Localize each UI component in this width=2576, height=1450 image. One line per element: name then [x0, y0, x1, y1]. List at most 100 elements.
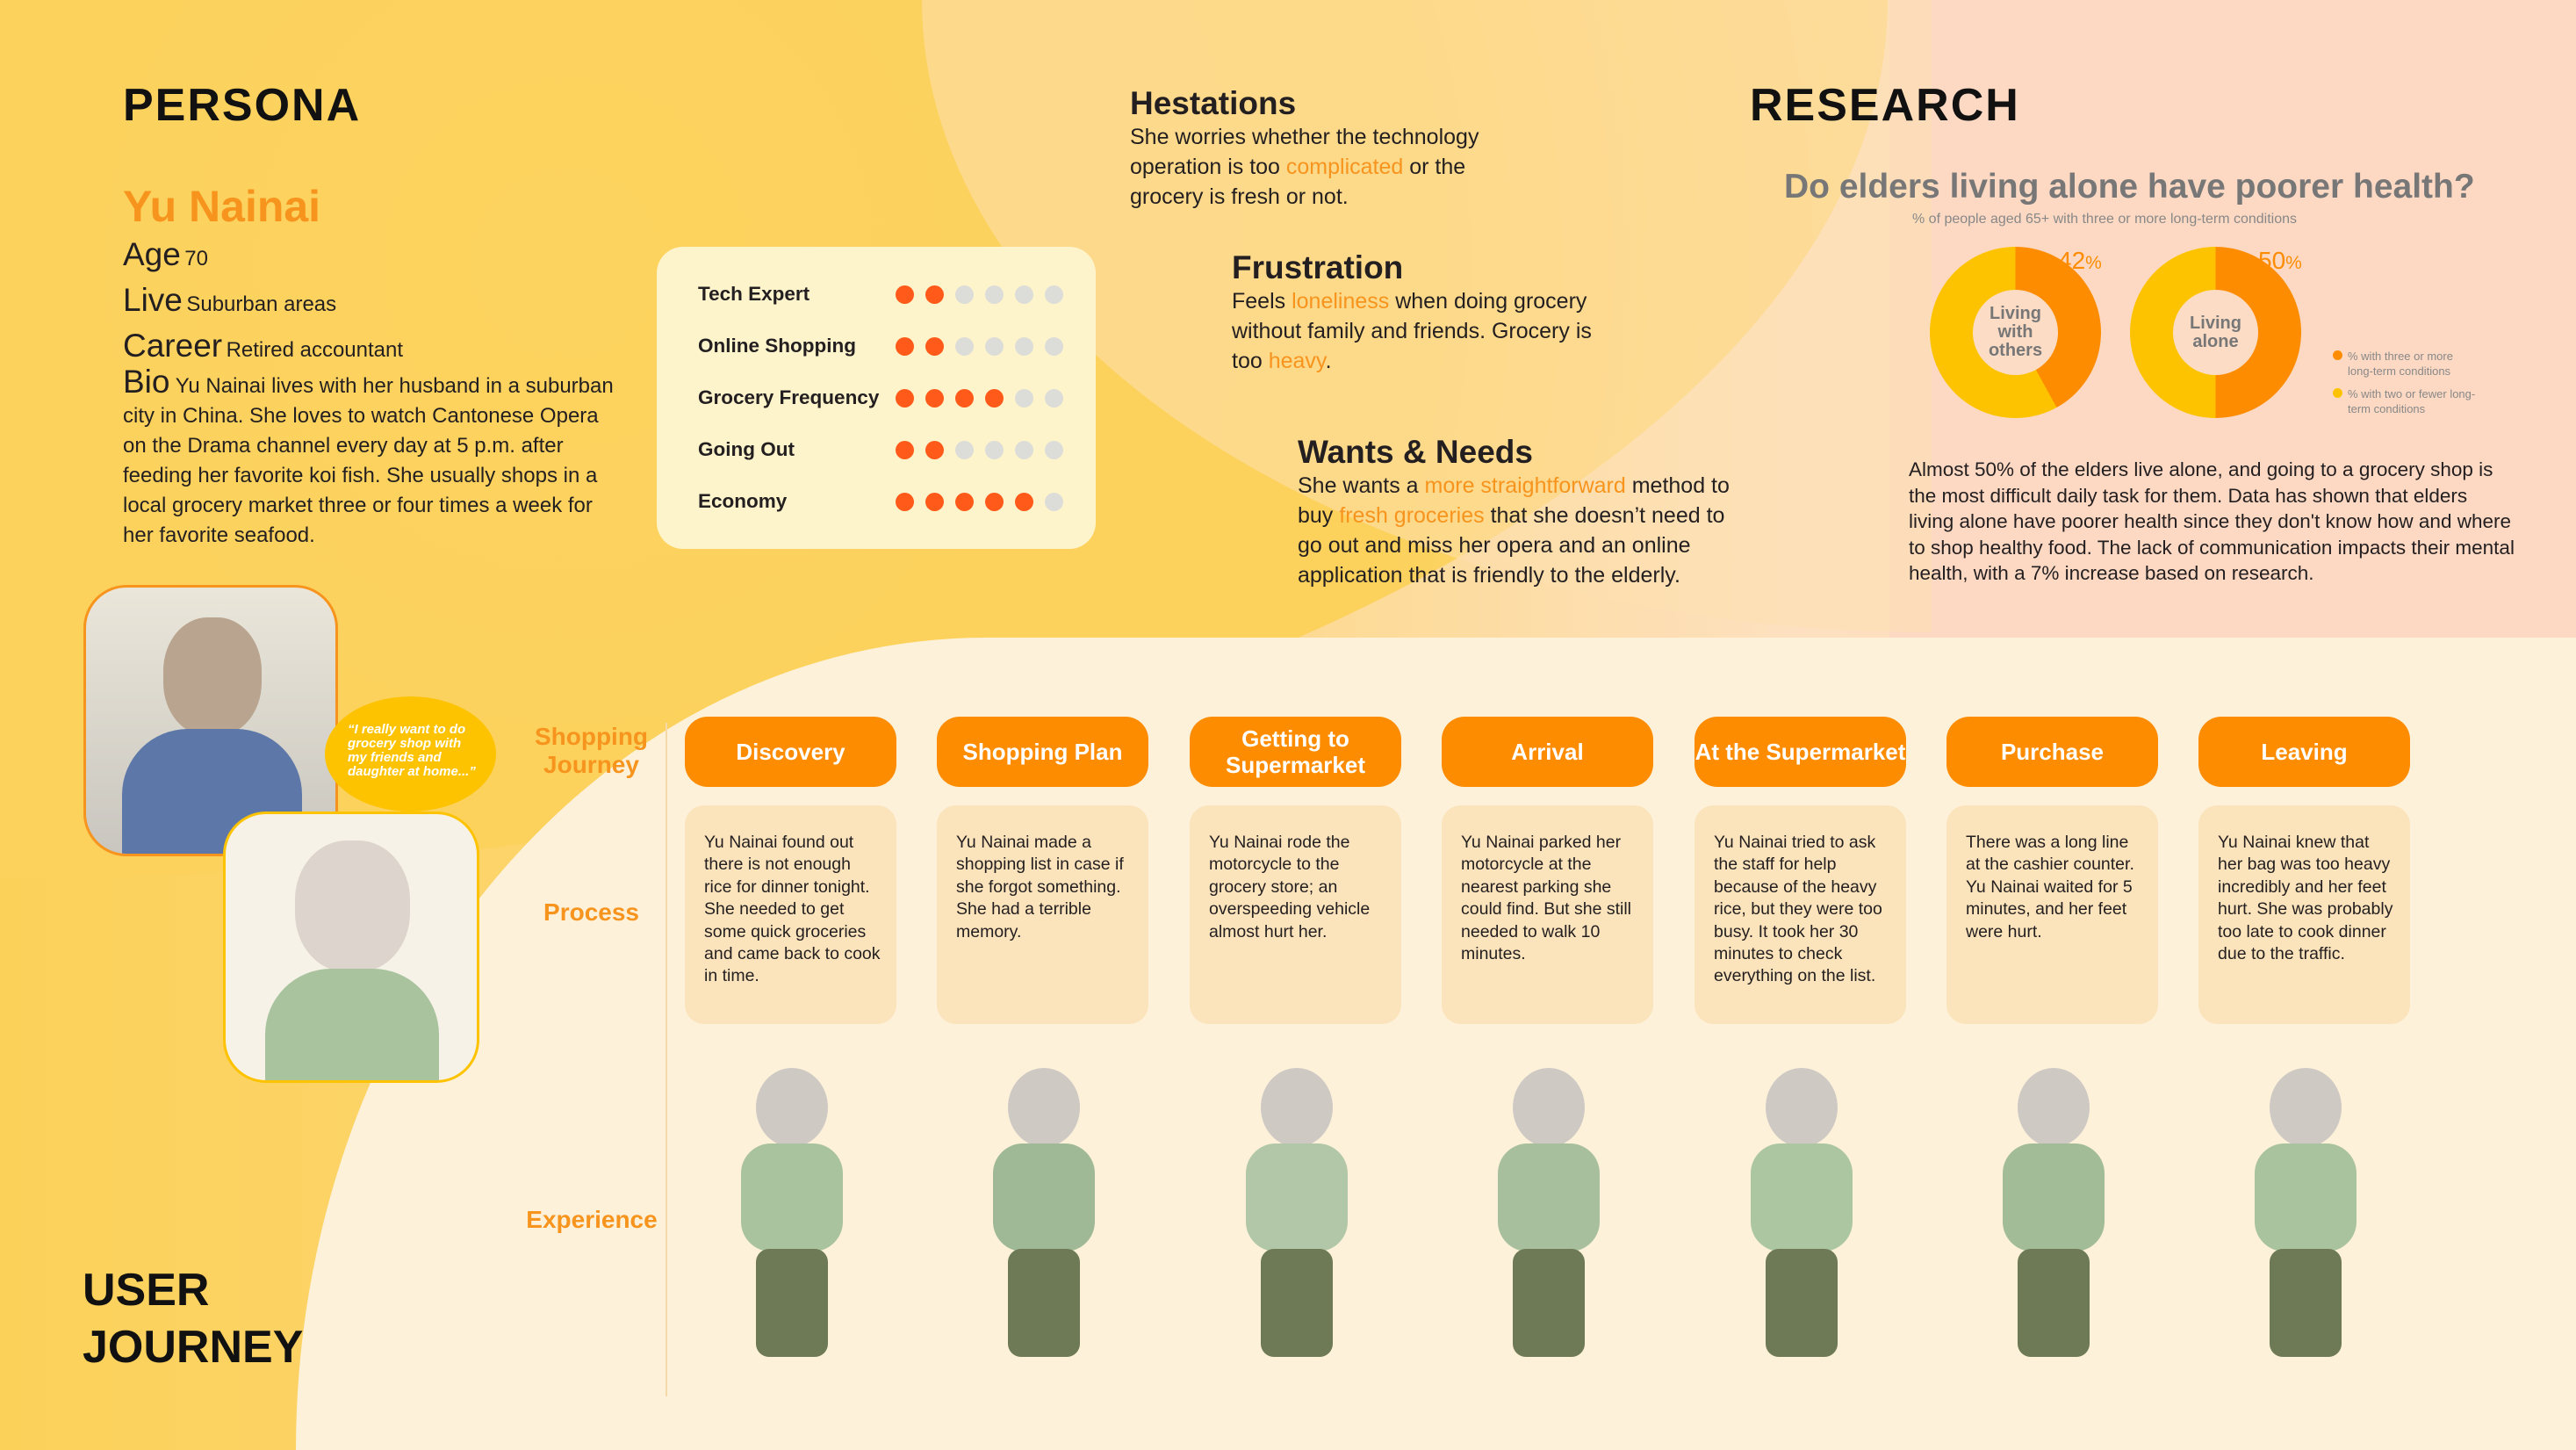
heading-line: USER [83, 1265, 210, 1316]
rating-dot-filled [896, 336, 914, 356]
stage-header: Shopping Plan [937, 717, 1148, 787]
rating-dot-empty [1045, 336, 1063, 356]
rating-dot-filled [896, 440, 914, 459]
head-shape [756, 1068, 828, 1147]
legs-shape [2270, 1249, 2342, 1357]
trait-row: Grocery Frequency [698, 386, 1075, 409]
quote-bubble: “I really want to do grocery shop with m… [325, 696, 496, 812]
process-card: There was a long line at the cashier cou… [1946, 805, 2158, 1024]
experience-figure [1711, 1068, 1892, 1364]
trait-row: Tech Expert [698, 283, 1075, 306]
rating-dot-filled [955, 388, 974, 408]
highlight: complicated [1285, 155, 1404, 179]
wants-title: Wants & Needs [1298, 434, 1533, 470]
rating-dot-empty [1045, 440, 1063, 459]
rating-dot-empty [985, 285, 1004, 304]
body-shape [993, 1143, 1095, 1252]
experience-figure [1458, 1068, 1639, 1364]
rating-dot-filled [985, 492, 1004, 511]
process-card: Yu Nainai tried to ask the staff for hel… [1695, 805, 1906, 1024]
legend-swatch [2333, 388, 2342, 398]
trait-label: Economy [698, 490, 788, 512]
donut-center-label: Living alone [2173, 290, 2258, 375]
frustration-title: Frustration [1232, 249, 1404, 285]
rating-dot-filled [925, 285, 944, 304]
avatar-image [223, 812, 479, 1083]
stage-header: Leaving [2198, 717, 2410, 787]
persona-photo [83, 585, 338, 856]
process-card: Yu Nainai found out there is not enough … [685, 805, 896, 1024]
rating-dot-filled [896, 388, 914, 408]
rating-dot-filled [896, 285, 914, 304]
experience-figure [1963, 1068, 2144, 1364]
rating-dot-filled [1015, 492, 1033, 511]
rating-dot-empty [955, 440, 974, 459]
rating-dot-filled [985, 388, 1004, 408]
legend-entry: % with three or more long-term condition… [2333, 349, 2480, 379]
highlight: heavy [1268, 349, 1326, 373]
hesitations-section: Hestations She worries whether the techn… [1130, 85, 1525, 212]
highlight: more straightforward [1424, 473, 1626, 498]
donut-center-label: Living with others [1973, 290, 2058, 375]
rating-dot-empty [985, 336, 1004, 356]
trait-label: Online Shopping [698, 335, 856, 357]
legend-swatch [2333, 350, 2342, 360]
head-shape [1008, 1068, 1080, 1147]
donut-chart: Living with others 42% [1930, 247, 2102, 418]
text: or the grocery is fresh or not. [1130, 155, 1466, 209]
head-shape [1261, 1068, 1333, 1147]
chart-title: Do elders living alone have poorer healt… [1784, 168, 2475, 206]
row-label-experience: Experience [526, 1206, 658, 1233]
live-label: Live [123, 282, 183, 318]
value: 50 [2258, 247, 2286, 274]
process-card: Yu Nainai parked her motorcycle at the n… [1442, 805, 1653, 1024]
bio-label: Bio [123, 364, 170, 400]
research-paragraph: Almost 50% of the elders live alone, and… [1909, 458, 2515, 585]
unit: % [2085, 253, 2102, 273]
legs-shape [1513, 1249, 1585, 1357]
rating-dot-filled [925, 336, 944, 356]
trait-row: Going Out [698, 438, 1075, 461]
highlight: fresh groceries [1339, 503, 1485, 528]
body-shape [1751, 1143, 1853, 1252]
stage-header: Arrival [1442, 717, 1653, 787]
legs-shape [1008, 1249, 1080, 1357]
rating-dot-empty [1015, 285, 1033, 304]
chart-legend: % with three or more long-term condition… [2333, 349, 2480, 416]
rating-dot-empty [985, 440, 1004, 459]
wants-needs-section: Wants & Needs She wants a more straightf… [1298, 434, 1750, 590]
shirt-shape [265, 969, 439, 1080]
donut-chart: Living alone 50% [2130, 247, 2302, 418]
rating-dot-filled [955, 492, 974, 511]
experience-figure [702, 1068, 882, 1364]
persona-heading: PERSONA [123, 80, 362, 131]
donut-value-label: 50% [2258, 247, 2302, 275]
value: 42 [2058, 247, 2086, 274]
stage-header: Discovery [685, 717, 896, 787]
text: . [1325, 349, 1332, 373]
rating-dot-empty [1015, 440, 1033, 459]
head-shape [1766, 1068, 1838, 1147]
rating-dot-empty [1015, 388, 1033, 408]
row-label-journey: Shopping Journey [534, 723, 649, 778]
persona-name: Yu Nainai [123, 182, 321, 231]
persona-details: Age 70 Live Suburban areas Career Retire… [123, 236, 615, 551]
age-label: Age [123, 236, 181, 272]
text: She worries whether the technology opera… [1130, 125, 1479, 179]
career-label: Career [123, 328, 223, 364]
body-shape [2003, 1143, 2105, 1252]
legs-shape [2018, 1249, 2090, 1357]
chart-subtitle: % of people aged 65+ with three or more … [1912, 212, 2298, 227]
head-shape [2270, 1068, 2342, 1147]
career-value: Retired accountant [226, 338, 404, 362]
stage-header: At the Supermarket [1695, 717, 1906, 787]
highlight: loneliness [1292, 289, 1390, 314]
process-card: Yu Nainai rode the motorcycle to the gro… [1190, 805, 1401, 1024]
process-card: Yu Nainai made a shopping list in case i… [937, 805, 1148, 1024]
rating-dot-empty [1045, 388, 1063, 408]
bio-text: Yu Nainai lives with her husband in a su… [123, 374, 614, 547]
text: that she doesn’t need to go out and miss… [1298, 503, 1725, 588]
journey-panel [296, 638, 2576, 1450]
trait-label: Going Out [698, 438, 795, 460]
